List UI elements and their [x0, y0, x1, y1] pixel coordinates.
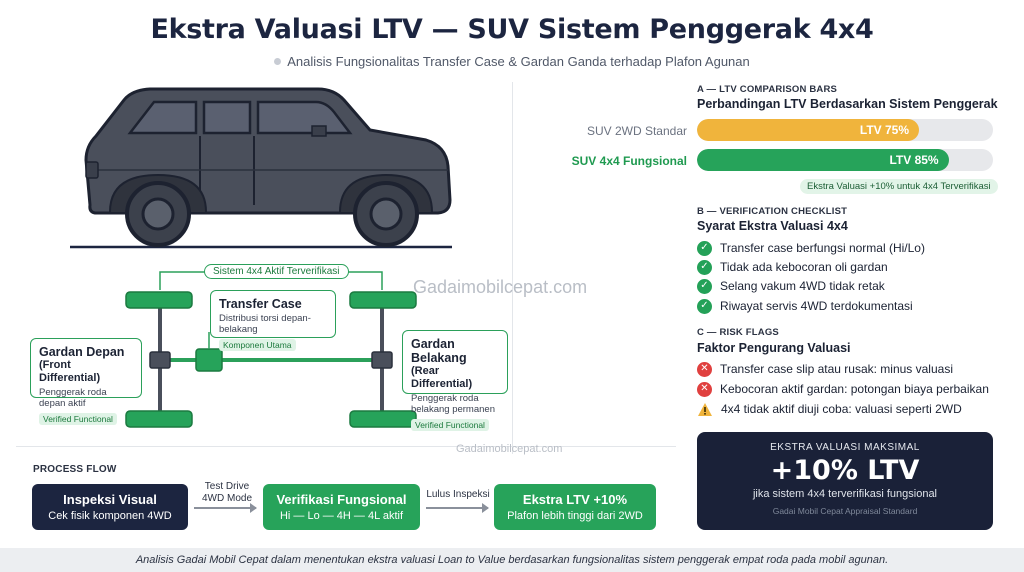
page-subtitle: Analisis Fungsionalitas Transfer Case & … [0, 54, 1024, 69]
footer-caption: Analisis Gadai Mobil Cepat dalam menentu… [0, 548, 1024, 572]
summary-footnote: Gadai Mobil Cepat Appraisal Standard [772, 506, 918, 516]
section-b-title: Syarat Ekstra Valuasi 4x4 [697, 219, 848, 233]
drivetrain-diagram [70, 87, 452, 428]
warning-icon [697, 402, 713, 417]
process-flow-label: PROCESS FLOW [33, 464, 117, 475]
process-step-sub: Hi — Lo — 4H — 4L aktif [279, 510, 404, 522]
section-c-code: C — RISK FLAGS [697, 327, 779, 338]
section-a-code: A — LTV COMPARISON BARS [697, 84, 838, 95]
rear-diff-desc-1: Penggerak roda [411, 393, 479, 404]
front-diff-subtitle: (Front Differential) [39, 359, 101, 384]
process-step-verifikasi: Verifikasi Fungsional Hi — Lo — 4H — 4L … [263, 484, 420, 530]
rear-differential-card: Gardan Belakang (Rear Differential) Peng… [402, 330, 508, 431]
bar-track-4x4: LTV 85% [697, 149, 993, 171]
front-diff-title: Gardan Depan [39, 345, 125, 359]
process-step-ekstra-ltv: Ekstra LTV +10% Plafon lebih tinggi dari… [494, 484, 656, 530]
vertical-divider [512, 82, 513, 454]
checklist-item: ✓ Selang vakum 4WD tidak retak [697, 277, 885, 295]
rear-diff-badge: Verified Functional [411, 419, 489, 431]
section-a-title: Perbandingan LTV Berdasarkan Sistem Peng… [697, 97, 998, 111]
active-4x4-tag: Sistem 4x4 Aktif Terverifikasi [204, 264, 349, 279]
rear-diff-title: Gardan Belakang [411, 337, 467, 365]
section-c-title: Faktor Pengurang Valuasi [697, 341, 851, 355]
bar-label-4x4: SUV 4x4 Fungsional [571, 154, 687, 168]
front-right-wheel-icon [349, 291, 417, 309]
rear-left-wheel-icon [125, 410, 193, 428]
check-circle-icon: ✓ [697, 259, 712, 275]
process-step-inspeksi: Inspeksi Visual Cek fisik komponen 4WD [32, 484, 188, 530]
risk-item-text: 4x4 tidak aktif diuji coba: valuasi sepe… [721, 402, 962, 416]
page-title: Ekstra Valuasi LTV — SUV Sistem Penggera… [150, 14, 874, 45]
checklist-item-text: Tidak ada kebocoran oli gardan [720, 260, 888, 274]
check-circle-icon: ✓ [697, 278, 712, 294]
summary-subtext: jika sistem 4x4 terverifikasi fungsional [752, 488, 938, 500]
process-step-sub: Cek fisik komponen 4WD [48, 510, 172, 522]
front-diff-badge: Verified Functional [39, 413, 117, 425]
risk-item: ✕ Transfer case slip atau rusak: minus va… [697, 360, 953, 378]
summary-card: EKSTRA VALUASI MAKSIMAL +10% LTV jika si… [697, 432, 993, 530]
front-differential-card: Gardan Depan (Front Differential) Pengge… [30, 338, 142, 425]
checklist-item-text: Selang vakum 4WD tidak retak [720, 279, 885, 293]
rear-right-wheel-icon [349, 410, 417, 428]
section-b-code: B — VERIFICATION CHECKLIST [697, 206, 848, 217]
transfer-case-badge: Komponen Utama [219, 339, 296, 351]
transfer-case-card: Transfer Case Distribusi torsi depan-bel… [210, 290, 336, 351]
bar-track-2wd: LTV 75% [697, 119, 993, 141]
bar-value-4x4: LTV 85% [889, 153, 939, 167]
rear-diff-subtitle: (Rear Differential) [411, 365, 473, 390]
risk-item-text: Transfer case slip atau rusak: minus val… [720, 362, 953, 376]
arrow-label-line2: 4WD Mode [201, 493, 252, 504]
summary-kicker: EKSTRA VALUASI MAKSIMAL [770, 442, 920, 453]
checklist-item: ✓ Riwayat servis 4WD terdokumentasi [697, 297, 913, 315]
risk-item: 4x4 tidak aktif diuji coba: valuasi sepe… [697, 400, 962, 418]
suv-illustration-icon [70, 87, 452, 249]
x-circle-icon: ✕ [697, 381, 712, 397]
process-step-sub: Plafon lebih tinggi dari 2WD [507, 510, 643, 522]
arrow-label-line1: Lulus Inspeksi [426, 489, 490, 500]
process-step-title: Inspeksi Visual [63, 492, 157, 507]
front-differential-icon [149, 351, 171, 369]
drivetrain-schematic [125, 271, 417, 428]
ekstra-valuasi-note: Ekstra Valuasi +10% untuk 4x4 Terverifik… [800, 179, 998, 194]
summary-big-value: +10% LTV [770, 455, 920, 486]
bar-fill-2wd: LTV 75% [697, 119, 919, 141]
bullet-dot-icon [274, 58, 282, 65]
watermark-main: Gadaimobilcepat.com [413, 277, 588, 297]
front-left-wheel-icon [125, 291, 193, 309]
process-arrow-label-2: Lulus Inspeksi [424, 489, 492, 501]
process-arrow-label-1: Test Drive 4WD Mode [192, 481, 262, 505]
bar-label-2wd: SUV 2WD Standar [586, 124, 687, 138]
check-circle-icon: ✓ [697, 240, 712, 256]
x-circle-icon: ✕ [697, 361, 712, 377]
watermark-small: Gadaimobilcepat.com [456, 443, 563, 455]
rear-diff-desc-2: belakang permanen [411, 404, 495, 415]
arrow-right-icon [194, 504, 257, 512]
check-circle-icon: ✓ [697, 298, 712, 314]
rear-differential-icon [371, 351, 393, 369]
front-diff-desc: Penggerak roda depan aktif [39, 387, 107, 409]
arrow-right-icon [426, 504, 489, 512]
risk-item-text: Kebocoran aktif gardan: potongan biaya p… [720, 382, 989, 396]
bar-fill-4x4: LTV 85% [697, 149, 949, 171]
subtitle-text: Analisis Fungsionalitas Transfer Case & … [287, 54, 750, 69]
bar-value-2wd: LTV 75% [859, 123, 909, 137]
checklist-item: ✓ Transfer case berfungsi normal (Hi/Lo) [697, 239, 925, 257]
transfer-case-desc: Distribusi torsi depan-belakang [219, 313, 311, 335]
process-step-title: Ekstra LTV +10% [522, 492, 628, 507]
checklist-item-text: Transfer case berfungsi normal (Hi/Lo) [720, 241, 925, 255]
process-step-title: Verifikasi Fungsional [276, 492, 407, 507]
transfer-case-title: Transfer Case [219, 297, 302, 311]
risk-item: ✕ Kebocoran aktif gardan: potongan biaya … [697, 380, 989, 398]
checklist-item: ✓ Tidak ada kebocoran oli gardan [697, 258, 888, 276]
horizontal-divider [16, 446, 676, 447]
checklist-item-text: Riwayat servis 4WD terdokumentasi [720, 299, 913, 313]
arrow-label-line1: Test Drive [204, 481, 250, 492]
